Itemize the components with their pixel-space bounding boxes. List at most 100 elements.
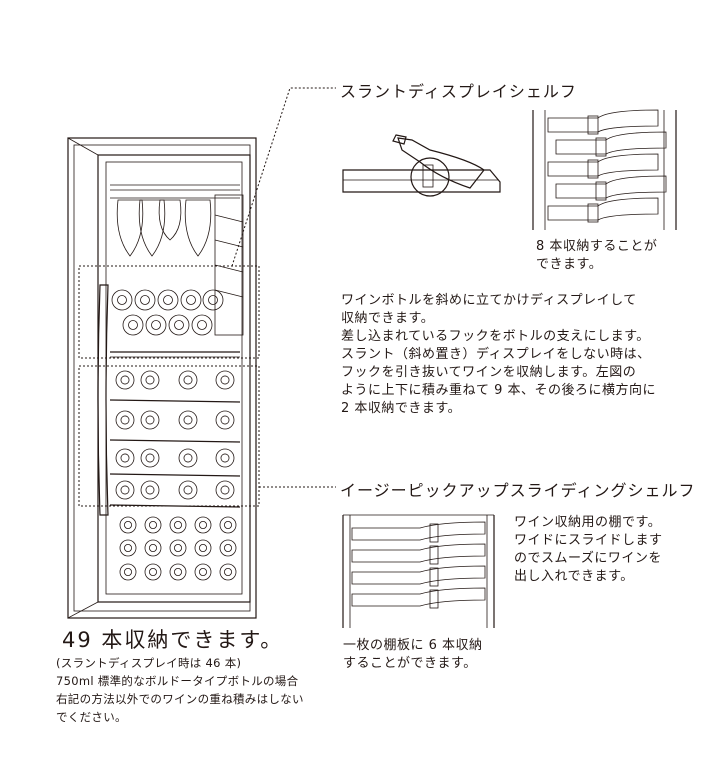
bottle-end-icon [194,563,212,581]
bottle-end-icon [219,539,237,557]
shelf-hook-icon [429,523,439,543]
bottle-neck-icon [145,453,155,463]
slant-caption-line: 8 本収納することが [536,239,658,254]
slant-description-line: 差し込まれているフックをボトルの支えにします。 [341,329,650,344]
bottle-cap-icon [587,115,599,135]
bottle-neck-icon [223,521,232,530]
slide-description-line: 出し入れできます。 [514,569,634,584]
bottle-neck-icon [183,453,193,463]
slant-description-line: 2 本収納できます。 [341,401,462,416]
bottle-end-icon [215,448,235,468]
capacity-note-line: でください。 [56,710,127,724]
slant-caption-line: できます。 [536,257,603,272]
bottle-neck-icon [120,453,130,463]
bottle-neck-icon [145,415,155,425]
bottle-neck-icon [173,568,182,577]
bottle-neck-icon [124,568,133,577]
bottle-neck-icon [163,295,173,305]
capacity-subtitle: (スラントディスプレイ時は 46 本) [56,656,242,670]
slide-description-line: ワイン収納用の棚です。 [514,515,662,530]
bottle-neck-icon [197,320,207,330]
slant-description-line: ワインボトルを斜めに立てかけディスプレイして [341,293,637,308]
bottle-end-icon [144,563,162,581]
bottle-neck-icon [173,544,182,553]
bottle-end-icon [140,480,160,500]
bottle-end-icon [115,480,135,500]
slant-shelf-side-illustration [342,134,501,197]
capacity-title: 49 本収納できます。 [62,628,284,652]
bottle-neck-icon [140,295,150,305]
bottle-end-icon [134,289,156,311]
bottle-neck-icon [151,320,161,330]
bottle-top-icon [547,109,659,133]
bottle-neck-icon [128,320,138,330]
bottle-end-icon [140,448,160,468]
bottle-end-icon [140,410,160,430]
bottle-end-icon [178,448,198,468]
bottle-end-icon [180,289,202,311]
slide-caption-line: 一枚の棚板に 6 本収納 [343,638,483,653]
bottle-end-icon [178,480,198,500]
slant-shelf-caption: 8 本収納することが できます。 [536,238,657,274]
bottle-cap-icon [587,159,599,179]
bottle-end-icon [111,289,133,311]
bottle-neck-icon [117,295,127,305]
bottle-neck-icon [183,415,193,425]
sliding-shelf-heading: イージーピックアップスライディングシェルフ [340,481,696,500]
bottle-neck-icon [198,521,207,530]
slant-description-line: フックを引き抜いてワインを収納します。左図の [341,365,637,380]
bottle-end-icon [144,539,162,557]
bottle-end-icon [194,516,212,534]
bottle-neck-icon [145,485,155,495]
sliding-shelf-illustration [342,514,495,628]
bottle-end-icon [169,563,187,581]
shelf-hook-icon [429,567,439,587]
bottle-neck-icon [208,295,218,305]
bottle-end-icon [168,314,190,336]
bottle-cap-icon [595,181,607,201]
slant-description-line: ように上下に積み重ねて 9 本、その後ろに横方向に [341,383,657,398]
bottle-end-icon [215,480,235,500]
shelf-hook-icon [429,545,439,565]
bottle-neck-icon [220,453,230,463]
slant-description-line: 収納できます。 [341,311,435,326]
bottle-side-icon [351,565,486,585]
slant-shelf-description: ワインボトルを斜めに立てかけディスプレイして 収納できます。 差し込まれているフ… [341,292,656,418]
bottle-neck-icon [148,568,157,577]
slant-shelf-top-illustration [532,109,677,230]
bottle-top-icon [547,197,659,221]
bottle-top-icon [555,131,667,155]
bottle-neck-icon [198,544,207,553]
bottle-end-icon [215,370,235,390]
bottle-end-icon [144,516,162,534]
bottle-top-icon [547,153,659,177]
bottle-neck-icon [145,375,155,385]
bottle-neck-icon [124,544,133,553]
slant-description-line: スラント（斜め置き）ディスプレイをしない時は、 [341,347,651,362]
bottle-end-icon [119,516,137,534]
bottle-end-icon [194,539,212,557]
bottle-end-icon [122,314,144,336]
bottle-end-icon [157,289,179,311]
bottle-end-icon [119,539,137,557]
bottle-end-icon [140,370,160,390]
bottle-neck-icon [223,544,232,553]
sliding-shelf-caption: 一枚の棚板に 6 本収納 することができます。 [343,637,483,673]
bottle-cap-icon [587,203,599,223]
shelf-hook-icon [429,589,439,609]
slant-shelf-heading: スラントディスプレイシェルフ [340,82,577,101]
capacity-note-line: 右記の方法以外でのワインの重ね積みはしない [56,692,304,706]
capacity-notes: 750ml 標準的なボルドータイプボトルの場合 右記の方法以外でのワインの重ね積… [56,672,304,726]
slide-description-line: のでスムーズにワインを [514,551,662,566]
slide-description-line: ワイドにスライドします [514,533,663,548]
bottle-side-icon [351,587,486,607]
bottle-top-icon [555,175,667,199]
bottle-neck-icon [223,568,232,577]
bottle-neck-icon [120,375,130,385]
bottle-neck-icon [220,415,230,425]
bottle-end-icon [178,410,198,430]
bottle-end-icon [219,563,237,581]
bottle-neck-icon [183,375,193,385]
bottle-end-icon [178,370,198,390]
